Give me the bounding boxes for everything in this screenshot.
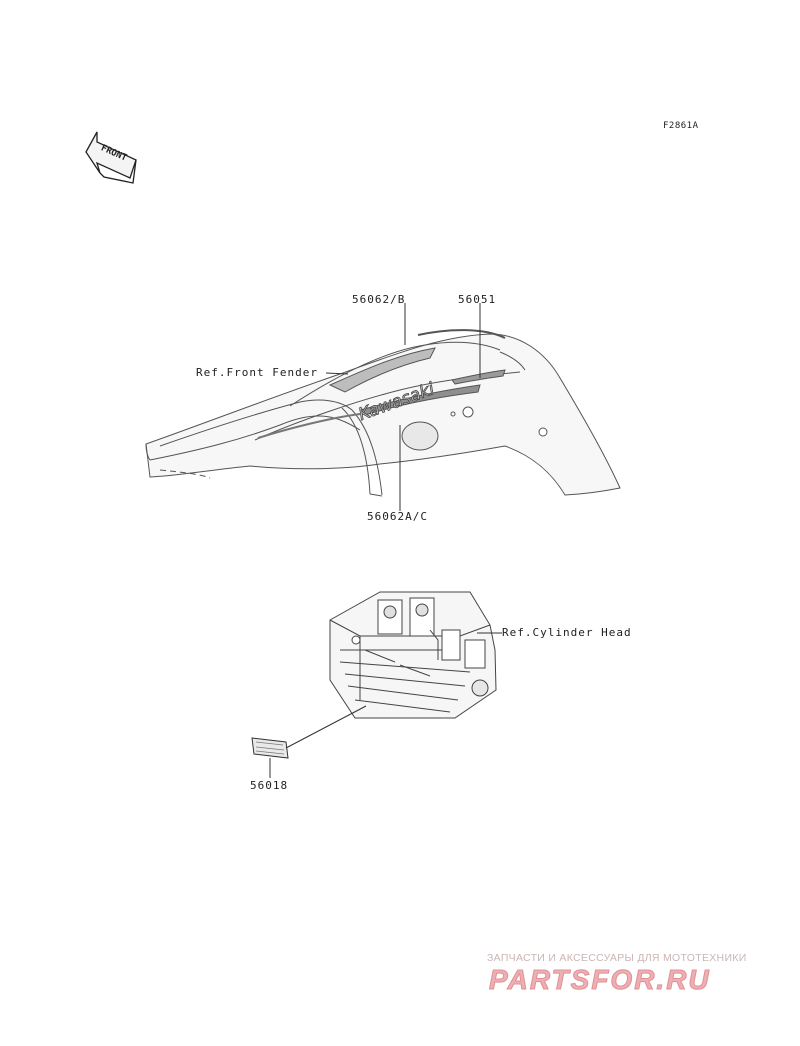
fender-leader-lines (325, 303, 481, 511)
callout-cylinder-head: Ref.Cylinder Head (502, 626, 632, 639)
cylinder-leader-lines (269, 632, 502, 778)
cylinder-head (329, 591, 497, 719)
callout-56062a-c: 56062A/C (367, 510, 428, 523)
callout-56018: 56018 (250, 779, 289, 792)
watermark-logo: PARTSFOR.RU (489, 964, 711, 996)
figure-id: F2861A (663, 121, 699, 131)
cylinder-label-part (251, 737, 289, 759)
front-arrow-icon: FRONT (85, 131, 137, 184)
watermark-caption: ЗАПЧАСТИ И АКСЕССУАРЫ ДЛЯ МОТОТЕХНИКИ (487, 952, 747, 964)
callout-56062-b: 56062/B (352, 293, 406, 306)
front-fender: Kawasaki (145, 329, 621, 497)
callout-front-fender: Ref.Front Fender (196, 366, 318, 379)
callout-56051: 56051 (458, 293, 497, 306)
